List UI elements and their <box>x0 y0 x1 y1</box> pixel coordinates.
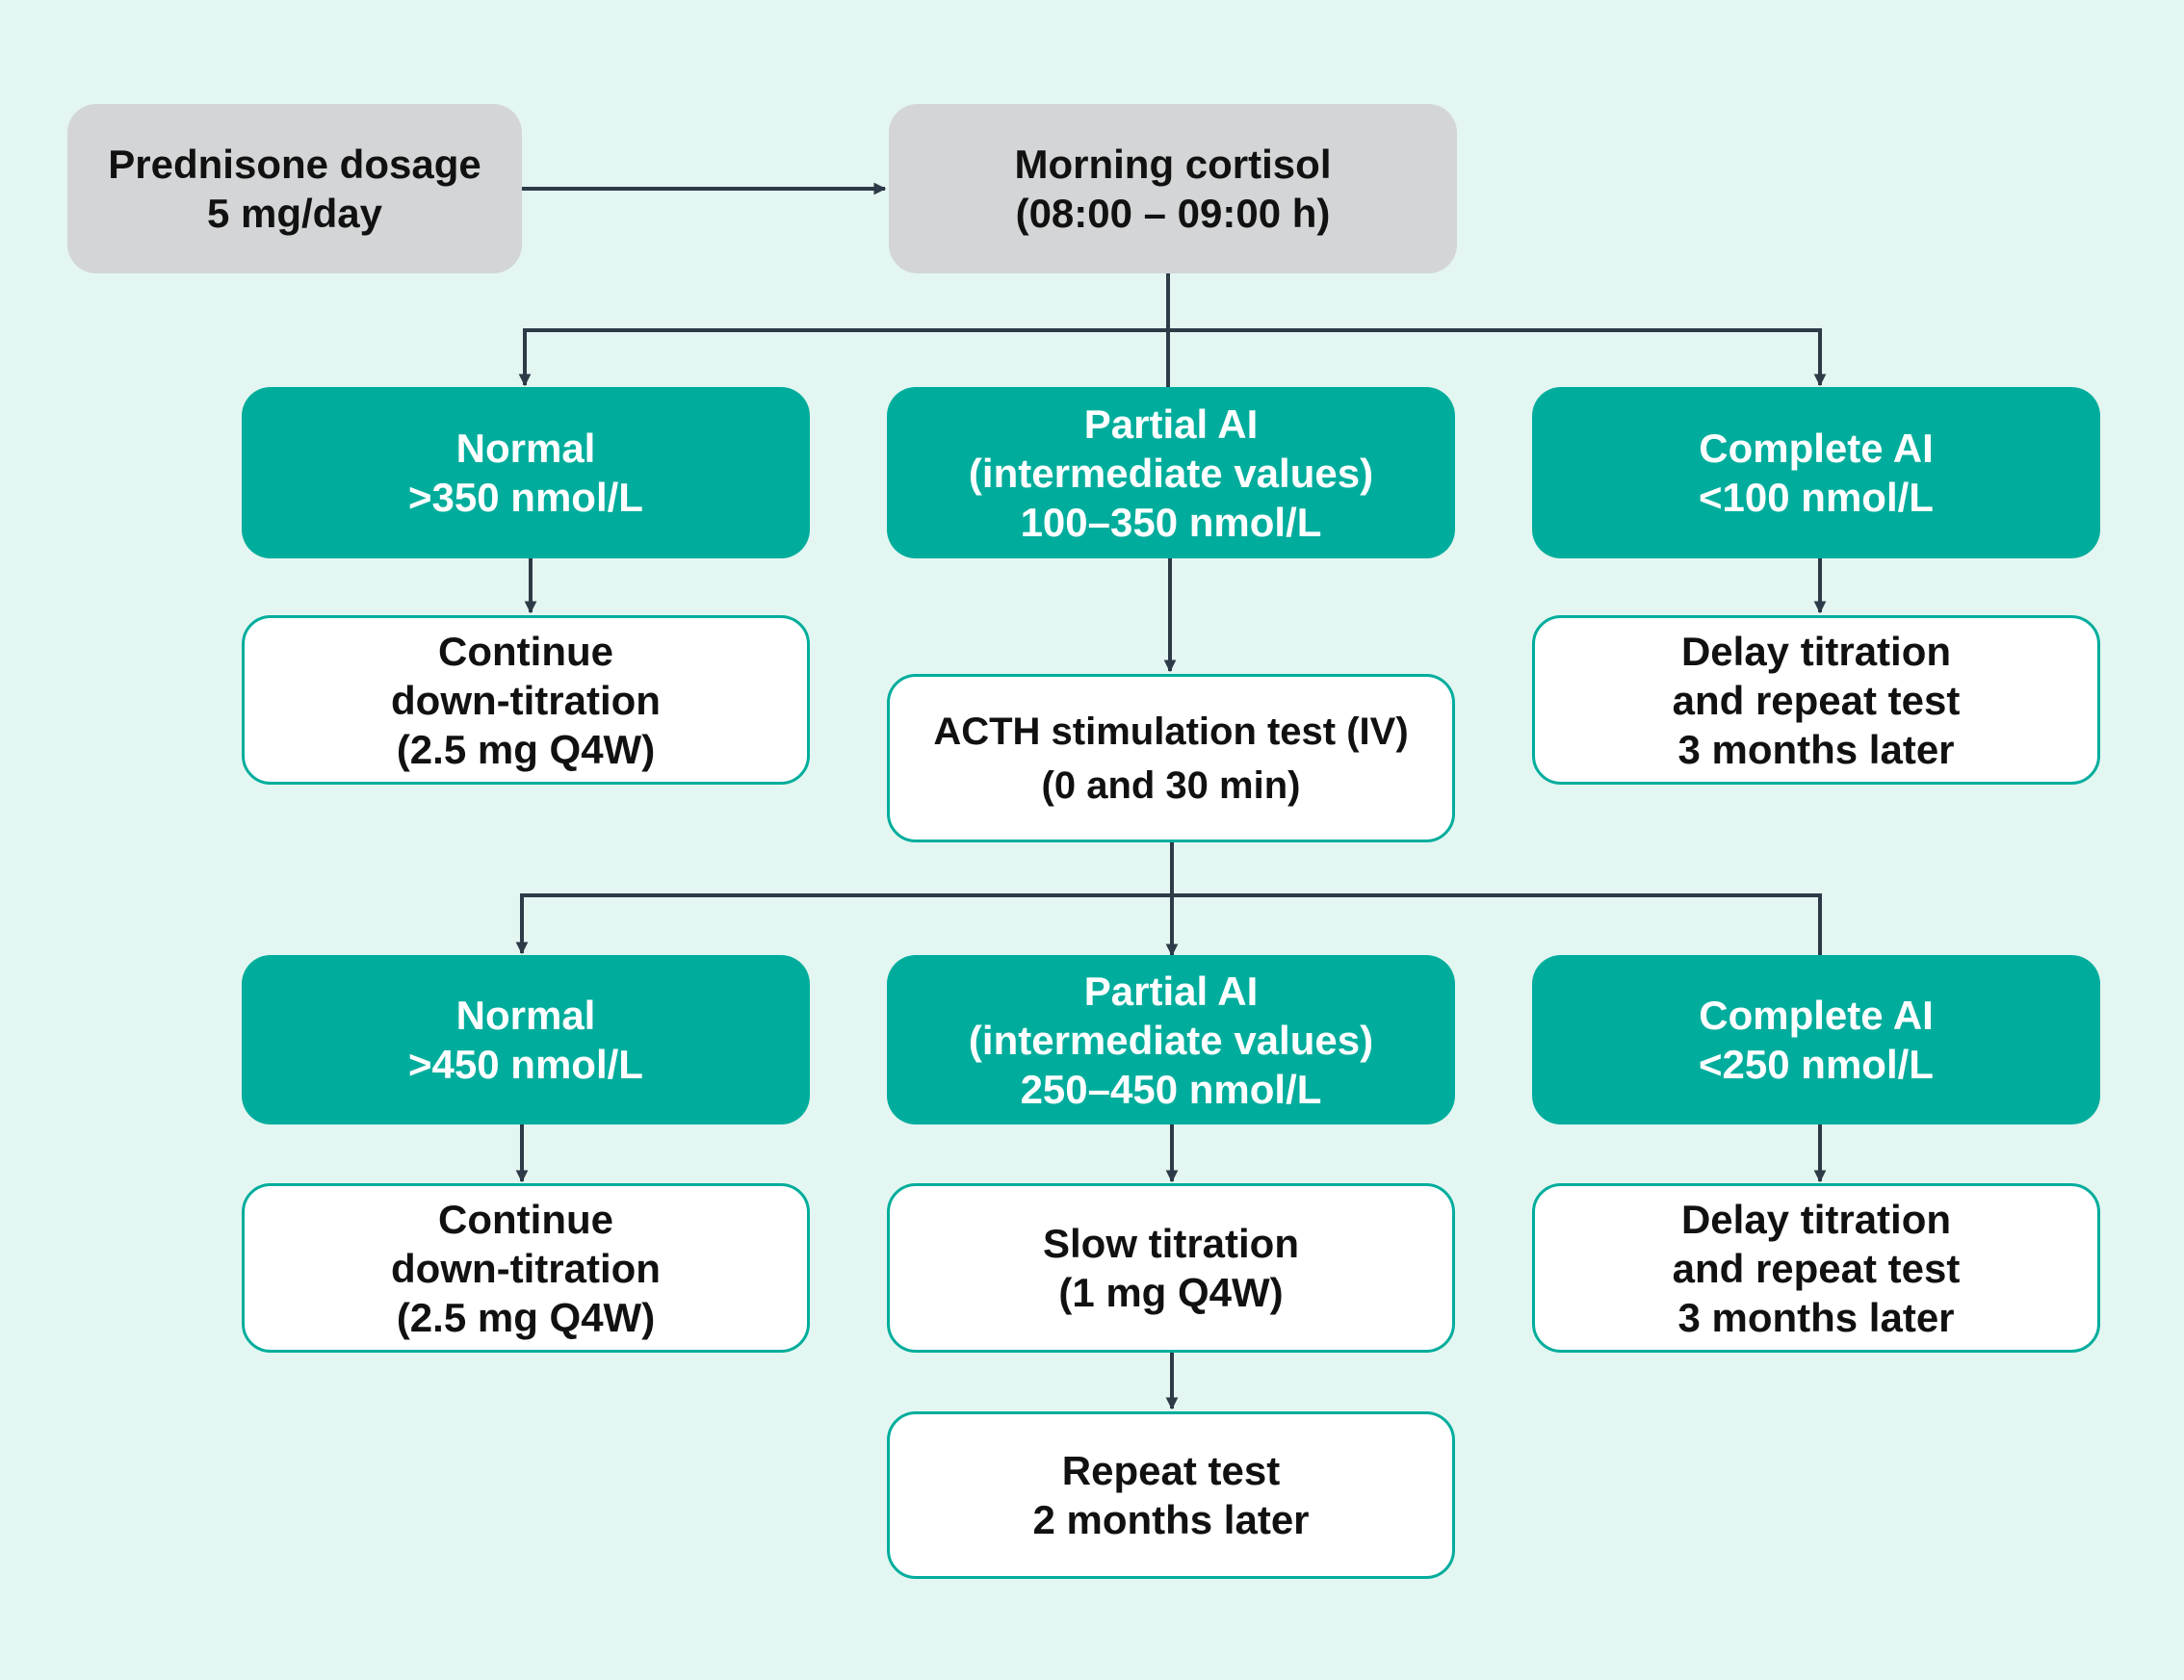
acth-line-2: (0 and 30 min) <box>1041 763 1301 807</box>
delay-2-line-1: Delay titration <box>1680 1196 1952 1242</box>
continue-1-line-1: Continue <box>438 628 613 674</box>
connector-acth-branch <box>520 893 1822 955</box>
normal-1-line-1: Normal <box>455 426 596 471</box>
delay-titration-box-1: Delay titration and repeat test 3 months… <box>1532 615 2100 785</box>
partial-2-line-3: 250–450 nmol/L <box>1020 1066 1322 1112</box>
repeat-test-box: Repeat test 2 months later <box>887 1411 1455 1579</box>
continue-titration-box-2: Continue down-titration (2.5 mg Q4W) <box>242 1183 810 1353</box>
delay-2-line-2: and repeat test <box>1672 1245 1961 1291</box>
continue-2-line-2: down-titration <box>391 1245 661 1291</box>
partial-ai-result-box-2: Partial AI (intermediate values) 250–450… <box>887 955 1455 1124</box>
prednisone-line-1: Prednisone dosage <box>108 142 481 187</box>
normal-result-box-1: Normal >350 nmol/L <box>242 387 810 558</box>
acth-stimulation-test-box: ACTH stimulation test (IV) (0 and 30 min… <box>887 674 1455 842</box>
slow-line-1: Slow titration <box>1043 1221 1299 1266</box>
cortisol-line-2: (08:00 – 09:00 h) <box>1015 191 1331 236</box>
continue-titration-box-1: Continue down-titration (2.5 mg Q4W) <box>242 615 810 785</box>
delay-1-line-1: Delay titration <box>1680 628 1952 674</box>
complete-ai-result-box-2: Complete AI <250 nmol/L <box>1532 955 2100 1124</box>
continue-1-line-2: down-titration <box>391 677 661 723</box>
partial-2-line-1: Partial AI <box>1083 968 1259 1014</box>
morning-cortisol-box: Morning cortisol (08:00 – 09:00 h) <box>889 104 1457 273</box>
complete-1-line-2: <100 nmol/L <box>1699 475 1934 520</box>
continue-2-line-3: (2.5 mg Q4W) <box>396 1294 656 1340</box>
delay-1-line-3: 3 months later <box>1677 726 1955 772</box>
cortisol-line-1: Morning cortisol <box>1014 142 1332 187</box>
continue-2-line-1: Continue <box>438 1196 613 1242</box>
connector-cortisol-branch <box>523 328 1822 385</box>
slow-titration-box: Slow titration (1 mg Q4W) <box>887 1183 1455 1353</box>
complete-2-line-1: Complete AI <box>1699 993 1934 1038</box>
complete-ai-result-box-1: Complete AI <100 nmol/L <box>1532 387 2100 558</box>
normal-result-box-2: Normal >450 nmol/L <box>242 955 810 1124</box>
normal-2-line-2: >450 nmol/L <box>408 1042 643 1087</box>
acth-line-1: ACTH stimulation test (IV) <box>933 710 1409 753</box>
complete-2-line-2: <250 nmol/L <box>1699 1042 1934 1087</box>
partial-ai-result-box-1: Partial AI (intermediate values) 100–350… <box>887 387 1455 558</box>
delay-titration-box-2: Delay titration and repeat test 3 months… <box>1532 1183 2100 1353</box>
partial-2-line-2: (intermediate values) <box>968 1017 1374 1063</box>
delay-2-line-3: 3 months later <box>1677 1294 1955 1340</box>
delay-1-line-2: and repeat test <box>1672 677 1961 723</box>
prednisone-line-2: 5 mg/day <box>206 191 383 236</box>
slow-line-2: (1 mg Q4W) <box>1058 1270 1284 1315</box>
complete-1-line-1: Complete AI <box>1699 426 1934 471</box>
prednisone-dosage-box: Prednisone dosage 5 mg/day <box>67 104 522 273</box>
partial-1-line-3: 100–350 nmol/L <box>1020 499 1322 545</box>
normal-1-line-2: >350 nmol/L <box>408 475 643 520</box>
normal-2-line-1: Normal <box>455 993 596 1038</box>
continue-1-line-3: (2.5 mg Q4W) <box>396 726 656 772</box>
repeat-line-2: 2 months later <box>1032 1497 1310 1542</box>
repeat-line-1: Repeat test <box>1061 1448 1281 1493</box>
partial-1-line-2: (intermediate values) <box>968 450 1374 496</box>
partial-1-line-1: Partial AI <box>1083 401 1259 447</box>
